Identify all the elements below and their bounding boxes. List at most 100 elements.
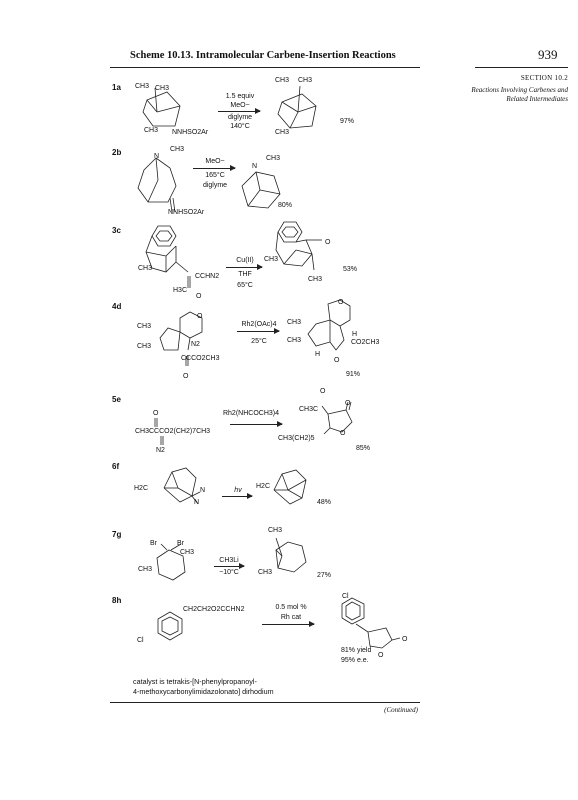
substrate-structure	[137, 157, 177, 213]
atom-label: O	[378, 652, 384, 659]
yield: 91%	[346, 371, 361, 378]
atom-label: O	[402, 636, 408, 643]
reaction-number: 6f	[112, 462, 120, 471]
atom-label: CH3	[155, 85, 170, 92]
atom-label: CH3	[144, 127, 159, 134]
reaction-number: 3c	[112, 226, 121, 235]
condition: hv	[234, 487, 242, 494]
substrate-structure	[163, 467, 201, 505]
condition: −10°C	[219, 569, 239, 576]
substrate-structure	[142, 87, 181, 127]
atom-label: N	[200, 487, 206, 494]
condition: 65°C	[237, 282, 253, 289]
atom-label: CH3C	[299, 406, 319, 413]
condition: diglyme	[227, 114, 253, 121]
substrate-benzene-ring	[157, 611, 183, 641]
product-structure	[321, 401, 353, 435]
yield: 97%	[340, 118, 355, 125]
yield: 81% yield	[341, 647, 372, 654]
atom-label: H2C	[256, 483, 271, 490]
atom-label: CH3	[275, 77, 290, 84]
substrate-structure	[159, 311, 203, 366]
product-structure	[275, 537, 307, 573]
atom-label: O	[325, 239, 331, 246]
atom-label: CH3	[264, 256, 279, 263]
yield: 27%	[317, 572, 332, 579]
yield: 85%	[356, 445, 371, 452]
atom-label: O	[153, 410, 159, 417]
reaction-number: 5e	[112, 395, 121, 404]
atom-label: NNHSO2Ar	[172, 129, 209, 136]
atom-label: N	[252, 163, 258, 170]
enantiomeric-excess: 95% e.e.	[341, 657, 369, 664]
atom-label: CH2CH2O2CCHN2	[183, 606, 245, 613]
atom-label: N2	[156, 447, 165, 454]
condition: Rh2(NHCOCH3)4	[222, 410, 279, 417]
reaction-number: 4d	[112, 302, 122, 311]
atom-label: O	[196, 293, 202, 300]
double-bond	[154, 418, 158, 427]
atom-label: H	[315, 351, 321, 358]
condition: Cu(II)	[236, 257, 254, 264]
catalyst-note-line2: 4-methoxycarbonylimidazolonato] dirhodiu…	[133, 687, 274, 696]
continued-label: (Continued)	[384, 706, 418, 714]
condition: MeO−	[205, 158, 225, 165]
atom-label: CCCO2CH3	[181, 355, 220, 362]
atom-label: CH3(CH2)5	[278, 435, 315, 442]
atom-label: CH3	[308, 276, 323, 283]
atom-label: CH3	[137, 343, 152, 350]
header-rule	[110, 67, 420, 68]
condition: CH3Li	[219, 557, 239, 564]
yield: 53%	[343, 266, 358, 273]
atom-label: H2C	[134, 485, 149, 492]
atom-label: N2	[191, 341, 200, 348]
reaction-arrow	[230, 421, 283, 427]
atom-label: O	[338, 299, 344, 306]
atom-label: O	[345, 400, 351, 407]
atom-label: H	[352, 331, 358, 338]
reaction-arrow	[222, 493, 253, 499]
atom-label: Cl	[342, 593, 349, 600]
product-structure	[307, 299, 351, 351]
atom-label: CH3	[287, 319, 302, 326]
atom-label: Br	[150, 540, 157, 547]
condition: MeO−	[230, 102, 250, 109]
reaction-arrow	[214, 563, 245, 569]
yield: 48%	[317, 499, 332, 506]
atom-label: O	[197, 313, 203, 320]
sidebar-rule	[475, 67, 568, 68]
page-number: 939	[538, 47, 558, 62]
atom-label: Cl	[137, 637, 144, 644]
condition: Rh2(OAc)4	[241, 321, 277, 328]
product-structure	[241, 171, 281, 209]
double-bond	[160, 436, 164, 445]
atom-label: CH3	[258, 569, 273, 576]
atom-label: O	[183, 373, 189, 380]
atom-label: CH3	[170, 146, 185, 153]
sidebar-section: SECTION 10.2	[520, 74, 568, 82]
atom-label: CH3	[138, 566, 153, 573]
product-structure	[273, 469, 307, 505]
atom-label: N	[194, 499, 200, 506]
atom-label: O	[320, 388, 326, 395]
atom-label: CH3	[137, 323, 152, 330]
atom-label: CH3	[275, 129, 290, 136]
scheme-title: Scheme 10.13. Intramolecular Carbene-Ins…	[130, 50, 396, 61]
condition: 0.5 mol %	[275, 604, 307, 611]
reaction-number: 8h	[112, 596, 122, 605]
atom-label: CH3	[287, 337, 302, 344]
atom-label: CH3	[266, 155, 281, 162]
reaction-arrow	[237, 328, 280, 334]
atom-label: H3C	[173, 287, 188, 294]
reaction-number: 7g	[112, 530, 122, 539]
reaction-arrow	[218, 108, 261, 114]
product-structure	[277, 85, 317, 129]
condition: 140°C	[230, 123, 250, 130]
reaction-arrow	[262, 621, 315, 627]
atom-label: O	[340, 430, 346, 437]
atom-label: Br	[177, 540, 184, 547]
condition: 25°C	[251, 338, 267, 345]
atom-label: CO2CH3	[351, 339, 380, 346]
atom-label: CH3	[138, 265, 153, 272]
reaction-arrow	[226, 264, 263, 270]
